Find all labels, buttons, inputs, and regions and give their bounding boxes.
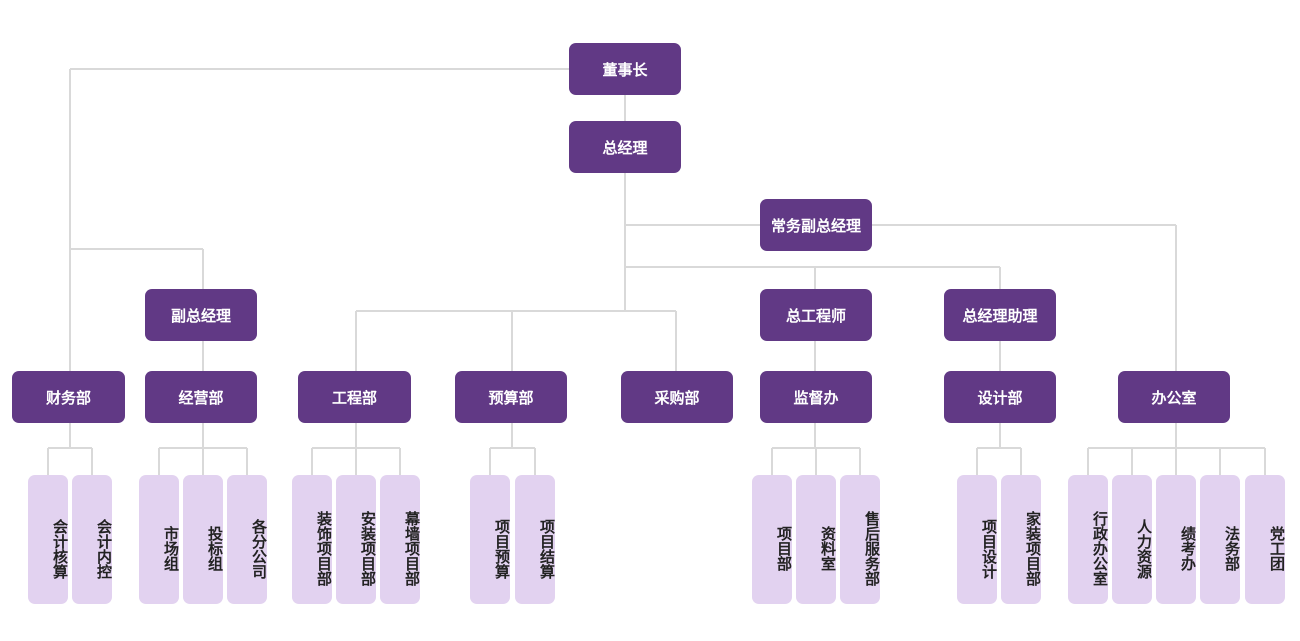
leaf-performance-office: 绩考办	[1156, 475, 1197, 604]
node-deputy-gm: 副总经理	[145, 289, 257, 341]
leaf-after-sales: 售后服务部	[840, 475, 881, 604]
leaf-human-resources: 人力资源	[1112, 475, 1153, 604]
leaf-project-design: 项目设计	[957, 475, 998, 604]
node-general-manager: 总经理	[569, 121, 681, 173]
node-operations-dept: 经营部	[145, 371, 257, 423]
node-purchasing-dept: 采购部	[621, 371, 733, 423]
leaf-project-settlement: 项目结算	[515, 475, 556, 604]
node-engineering-dept: 工程部	[298, 371, 411, 423]
node-finance-dept: 财务部	[12, 371, 125, 423]
node-chairman: 董事长	[569, 43, 681, 95]
leaf-legal-dept: 法务部	[1200, 475, 1241, 604]
leaf-archives: 资料室	[796, 475, 837, 604]
leaf-internal-control: 会计内控	[72, 475, 113, 604]
node-executive-deputy-gm: 常务副总经理	[760, 199, 872, 251]
leaf-project-budget: 项目预算	[470, 475, 511, 604]
leaf-curtain-wall-project: 幕墙项目部	[380, 475, 421, 604]
leaf-market-group: 市场组	[139, 475, 180, 604]
node-design-dept: 设计部	[944, 371, 1056, 423]
leaf-admin-office: 行政办公室	[1068, 475, 1109, 604]
leaf-decoration-project: 装饰项目部	[292, 475, 333, 604]
node-office: 办公室	[1118, 371, 1230, 423]
leaf-home-decoration: 家装项目部	[1001, 475, 1042, 604]
leaf-bidding-group: 投标组	[183, 475, 224, 604]
leaf-installation-project: 安装项目部	[336, 475, 377, 604]
leaf-project-dept: 项目部	[752, 475, 793, 604]
node-supervision-office: 监督办	[760, 371, 872, 423]
leaf-party-union: 党工团	[1245, 475, 1286, 604]
node-gm-assistant: 总经理助理	[944, 289, 1056, 341]
node-budget-dept: 预算部	[455, 371, 567, 423]
leaf-accounting: 会计核算	[28, 475, 69, 604]
node-chief-engineer: 总工程师	[760, 289, 872, 341]
leaf-branches: 各分公司	[227, 475, 268, 604]
